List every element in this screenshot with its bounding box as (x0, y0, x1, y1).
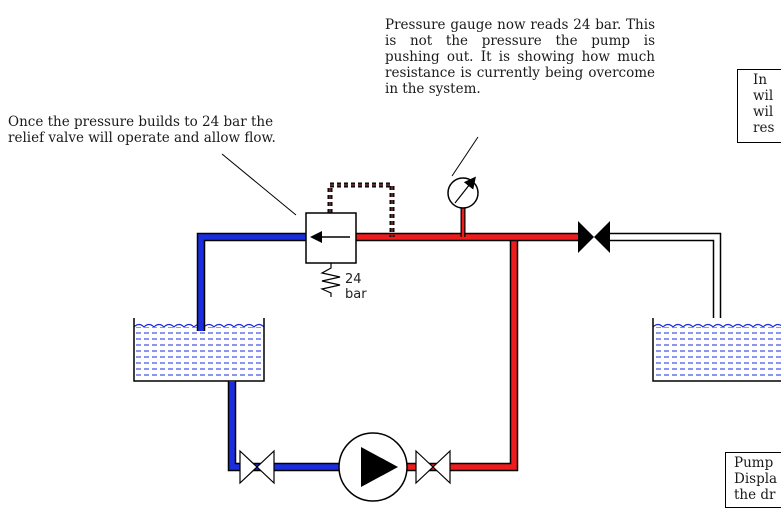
pump-note-box: Pump Displa the dr (725, 452, 781, 508)
white-line (610, 232, 722, 318)
left-tank-fluid (134, 327, 264, 381)
gauge-leader-line (451, 136, 479, 177)
right-tank-walls (652, 318, 781, 382)
gauge-annotation: Pressure gauge now reads 24 bar. This is… (385, 17, 655, 97)
right-note-line: wil (753, 104, 774, 120)
pump (338, 432, 408, 502)
pump-direction-icon (361, 447, 398, 487)
suction-line (227, 381, 340, 472)
discharge-valve (415, 449, 451, 485)
spring-icon (320, 263, 341, 297)
gauge-needle-icon (454, 176, 476, 204)
pump-note-line: Pump (734, 455, 774, 471)
relief-return-line (196, 232, 306, 331)
relief-flow-arrow-icon (310, 231, 322, 243)
right-note-line: res (753, 120, 775, 136)
red-lines (356, 208, 580, 472)
suction-valve (239, 449, 275, 485)
pump-note-line: the dr (734, 487, 776, 503)
gate-valve-closed (578, 221, 610, 253)
blue-lines (196, 232, 340, 472)
right-tank-fluid-surface (652, 323, 781, 328)
left-tank (133, 318, 265, 382)
relief-leader-line (221, 153, 297, 216)
no-flow-line (610, 232, 722, 318)
spring-setting-unit: bar (345, 287, 367, 302)
pump-note-line: Displa (734, 471, 778, 487)
right-tank-fluid (653, 327, 781, 381)
relief-valve (305, 212, 357, 297)
right-note-line: In (753, 72, 768, 88)
pressure-gauge (447, 176, 479, 209)
right-note-line: wil (753, 88, 774, 104)
relief-annotation: Once the pressure builds to 24 bar the r… (8, 114, 276, 146)
right-tank (652, 318, 781, 382)
right-note-box: In wil wil res (737, 69, 781, 143)
pressure-line-pump-out (406, 237, 519, 472)
spring-setting-value: 24 (345, 272, 362, 287)
left-tank-walls (133, 318, 265, 382)
